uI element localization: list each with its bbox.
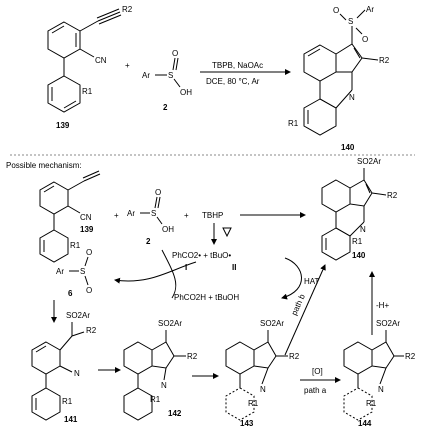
label-144: 144 [358,419,372,427]
reagents-line2: DCE, 80 °C, Ar [206,77,260,86]
svg-text:S: S [168,71,173,80]
label-2-mech: 2 [146,237,151,246]
reagents-line1: TBPB, NaOAc [212,61,263,70]
r1-label-140: R1 [288,119,299,128]
svg-text:R1: R1 [70,241,81,250]
svg-text:R1: R1 [366,399,377,408]
svg-text:R2: R2 [289,352,300,361]
hat-arrow [281,257,302,300]
sulfinic-acid-2-mech: Ar S O OH 2 [127,188,174,246]
svg-text:O: O [86,248,92,257]
compound-139-mech: CN R1 139 [39,170,101,263]
svg-text:Ar: Ar [366,5,374,14]
reaction-arrow-top: TBPB, NaOAc DCE, 80 °C, Ar [200,61,291,86]
r2-label: R2 [122,5,133,14]
path-a-label: path a [304,386,327,395]
label-140-top: 140 [341,143,355,152]
compound-139-top: R2 CN R1 139 [47,5,133,130]
label-139-mech: 139 [80,225,94,234]
path-b-arrow [284,264,326,356]
oxidant-label: [O] [312,367,323,376]
svg-text:R1: R1 [352,237,363,246]
svg-text:SO2Ar: SO2Ar [66,311,90,320]
compound-144: SO2Ar R2 N R1 144 [343,319,416,427]
svg-text:SO2Ar: SO2Ar [158,319,182,328]
label-139-top: 139 [56,121,70,130]
svg-text:II: II [232,263,236,272]
compound-143: SO2Ar R2 N R1 143 [225,319,300,427]
compound-141: SO2Ar R2 N R1 141 [31,311,97,424]
svg-text:CN: CN [80,213,92,222]
svg-text:SO2Ar: SO2Ar [260,319,284,328]
compound-140-mech: SO2Ar R2 N R1 140 [321,157,398,261]
svg-text:O: O [172,49,178,58]
label-2-top: 2 [163,103,168,112]
svg-text:R2: R2 [387,191,398,200]
svg-text:+: + [125,61,130,70]
compound-140-top: N R1 S Ar O O R2 140 [288,5,390,152]
heat-triangle [222,227,232,238]
svg-text:OH: OH [162,225,174,234]
svg-text:+: + [184,211,189,220]
deprotonation-label: -H+ [376,301,389,310]
label-140-mech: 140 [352,251,366,260]
mechanism-heading: Possible mechanism: [6,161,82,170]
svg-text:Ar: Ar [56,267,64,276]
tbhp-label: TBHP [202,211,223,220]
svg-text:N: N [378,385,384,394]
label-141: 141 [64,415,78,424]
curved-arrow-from-2 [161,249,177,299]
svg-text:OH: OH [180,88,192,97]
hat-label: HAT [304,277,320,286]
svg-text:Ar: Ar [127,209,135,218]
svg-text:N: N [360,225,366,234]
label-143: 143 [240,419,254,427]
label-142: 142 [168,409,182,418]
r1-label: R1 [82,87,93,96]
radicals-text: PhCO2• + tBuO• [172,251,231,260]
cn-label: CN [95,56,107,65]
svg-text:R1: R1 [150,395,161,404]
svg-text:R1: R1 [248,399,259,408]
svg-text:I: I [185,263,187,272]
svg-text:O: O [86,286,92,295]
r2-label-140: R2 [379,56,390,65]
svg-text:O: O [362,35,368,44]
svg-text:S: S [348,17,353,26]
svg-text:S: S [80,267,85,276]
svg-text:R1: R1 [62,397,73,406]
svg-text:S: S [151,209,156,218]
svg-text:SO2Ar: SO2Ar [357,157,381,166]
svg-text:R2: R2 [187,352,198,361]
sulfonyl-radical-6: Ar S O O 6 [56,248,92,298]
svg-text:N: N [260,385,266,394]
svg-text:R2: R2 [405,352,416,361]
svg-text:SO2Ar: SO2Ar [376,319,400,328]
svg-text:+: + [114,211,119,220]
curved-arrow-to-6 [114,261,197,284]
svg-text:N: N [349,93,355,102]
svg-text:Ar: Ar [142,71,150,80]
svg-text:R2: R2 [86,326,97,335]
byproducts-text: PhCO2H + tBuOH [174,293,239,302]
path-b-label: path b [290,292,307,316]
svg-text:N: N [74,369,80,378]
label-6: 6 [68,289,73,298]
svg-text:N: N [161,381,167,390]
svg-text:O: O [155,188,161,197]
svg-text:O: O [333,6,339,15]
compound-142: SO2Ar R2 N R1 142 [123,319,198,421]
sulfinic-acid-2-top: Ar S O OH 2 [142,49,192,112]
